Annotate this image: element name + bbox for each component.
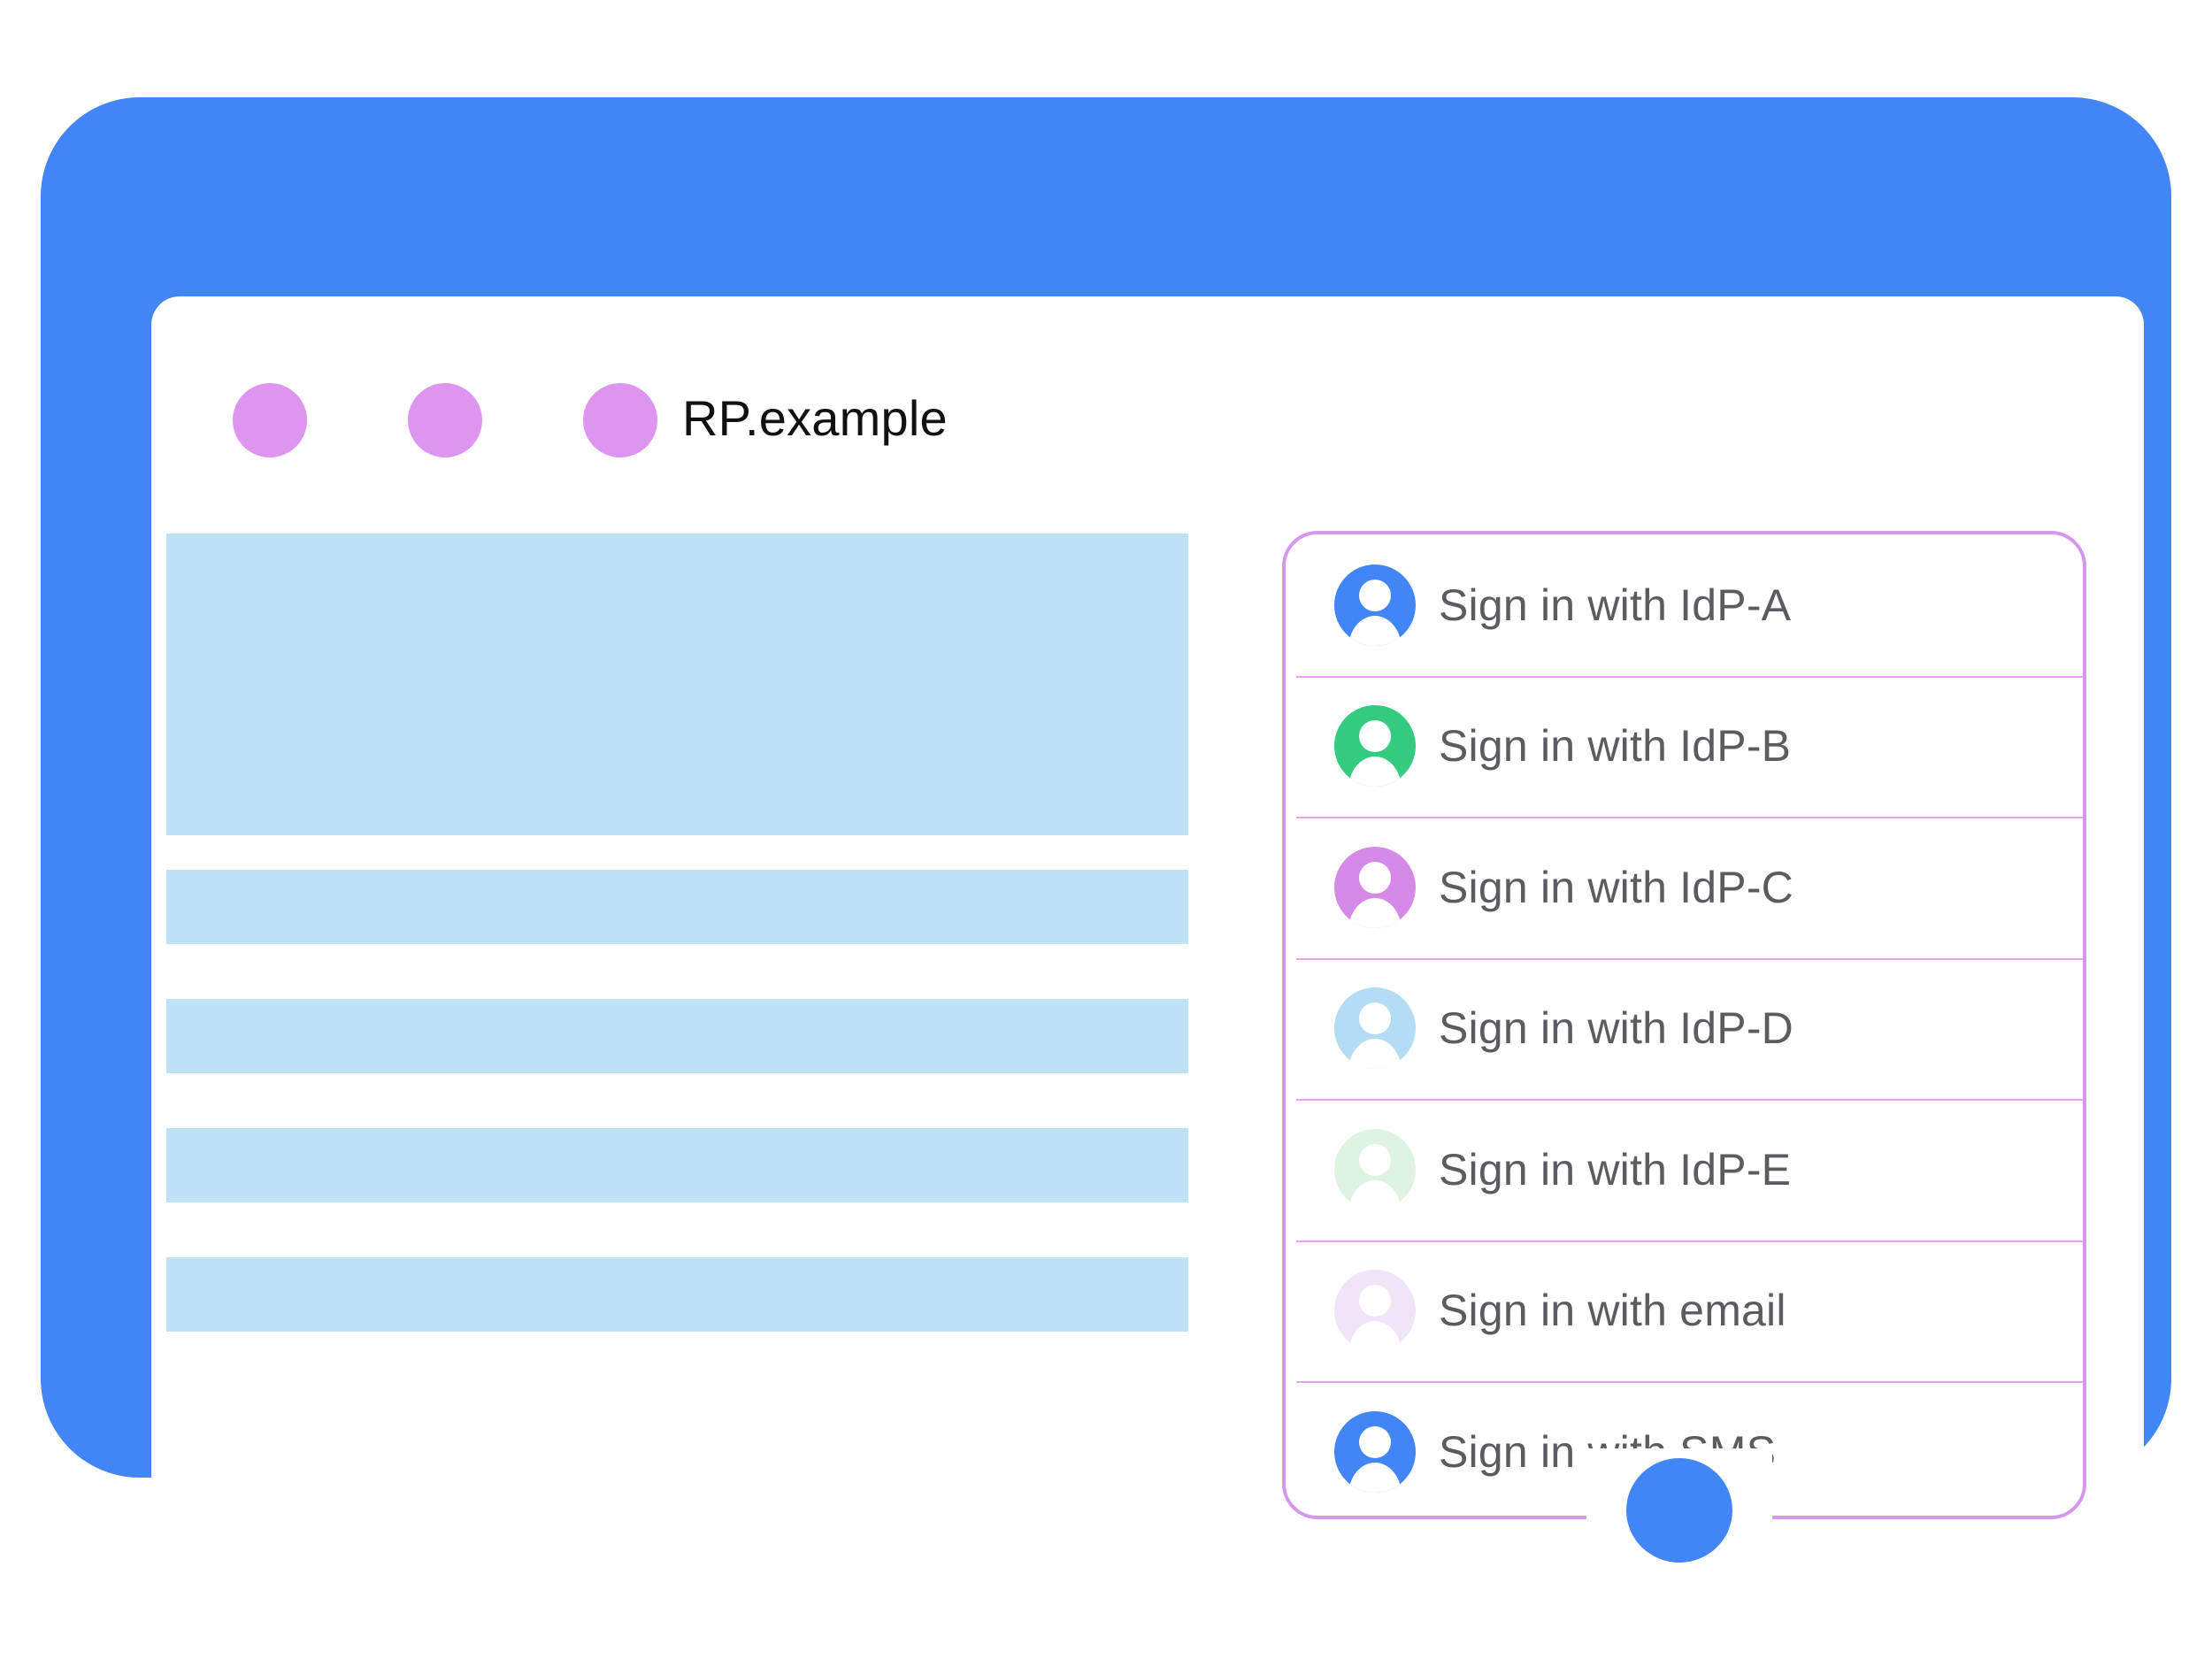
page-title: RP.example <box>682 389 948 446</box>
account-avatar-icon <box>1334 1128 1416 1210</box>
account-avatar-icon <box>1334 564 1416 646</box>
account-avatar-icon <box>1334 846 1416 928</box>
provider-row-idp-c[interactable]: Sign in with IdP-C <box>1286 817 2083 958</box>
device-frame: RP.example Sign in with IdP-A Sign in wi… <box>41 97 2171 1546</box>
provider-row-idp-a[interactable]: Sign in with IdP-A <box>1286 534 2083 676</box>
text-bar-placeholder-2 <box>166 999 1188 1073</box>
account-chooser-card: Sign in with IdP-A Sign in with IdP-B Si… <box>1282 531 2086 1519</box>
provider-row-idp-b[interactable]: Sign in with IdP-B <box>1286 675 2083 818</box>
browser-screen: RP.example Sign in with IdP-A Sign in wi… <box>151 296 2144 1546</box>
account-avatar-icon <box>1334 1410 1416 1493</box>
provider-label: Sign in with IdP-A <box>1439 580 1792 630</box>
content-skeleton <box>166 534 1188 1332</box>
browser-titlebar: RP.example <box>151 296 2144 457</box>
provider-row-idp-d[interactable]: Sign in with IdP-D <box>1286 957 2083 1100</box>
hero-placeholder <box>166 534 1188 835</box>
account-avatar-icon <box>1334 1270 1416 1352</box>
provider-label: Sign in with IdP-D <box>1439 1003 1793 1054</box>
account-avatar-icon <box>1334 987 1416 1070</box>
account-avatar-icon <box>1334 705 1416 787</box>
text-bar-placeholder-1 <box>166 870 1188 944</box>
provider-label: Sign in with IdP-B <box>1439 721 1792 772</box>
provider-label: Sign in with email <box>1439 1286 1786 1336</box>
text-bar-placeholder-3 <box>166 1128 1188 1202</box>
window-dot-3-icon[interactable] <box>583 383 657 457</box>
provider-label: Sign in with IdP-E <box>1439 1144 1792 1194</box>
provider-label: Sign in with IdP-C <box>1439 862 1793 912</box>
window-dot-2-icon[interactable] <box>408 383 482 457</box>
window-dot-1-icon[interactable] <box>233 383 307 457</box>
provider-row-email[interactable]: Sign in with email <box>1286 1240 2083 1382</box>
provider-row-idp-e[interactable]: Sign in with IdP-E <box>1286 1099 2083 1240</box>
home-button[interactable] <box>1626 1458 1732 1563</box>
text-bar-placeholder-4 <box>166 1257 1188 1332</box>
